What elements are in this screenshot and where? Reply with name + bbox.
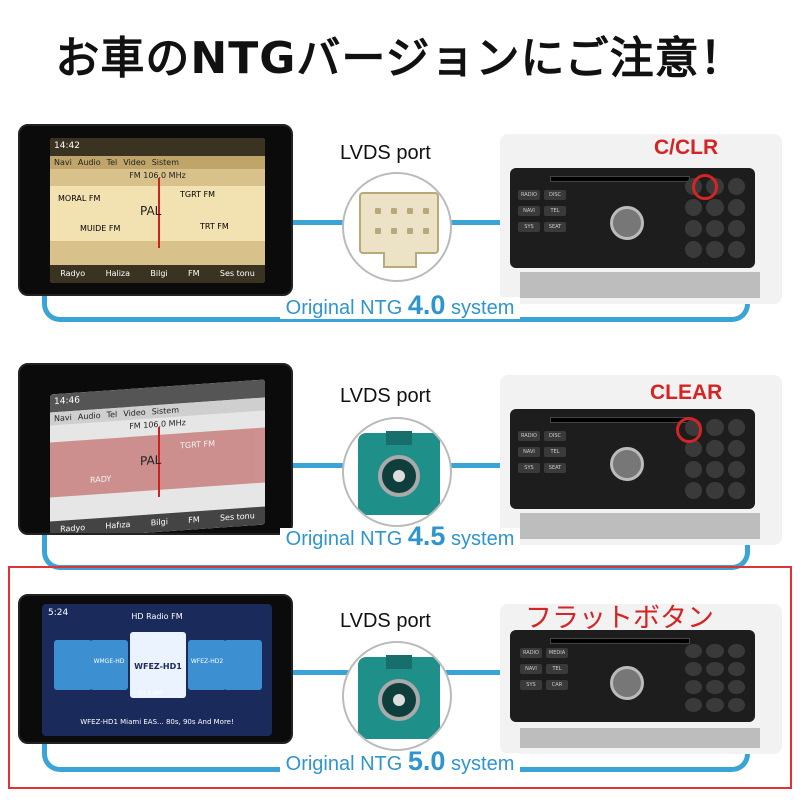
screen-title: HD Radio FM	[131, 612, 183, 621]
page-title: お車のNTGバージョンにご注意！	[55, 33, 745, 84]
lvds-connector-teal	[342, 417, 452, 527]
version-number: 4.0	[407, 290, 446, 320]
lvds-connector-teal	[342, 641, 452, 751]
station-tile	[54, 640, 92, 690]
selected-station-tile: WFEZ-HD1	[130, 632, 186, 698]
menu-item: Video	[123, 158, 146, 167]
softkey: Ses tonu	[219, 269, 255, 278]
system-suffix: system	[451, 753, 515, 775]
system-prefix: Original NTG	[285, 753, 403, 775]
softkey-bar: Radyo Haliza Bilgi FM Ses tonu	[50, 265, 265, 283]
lvds-connector-white	[342, 172, 452, 282]
ntg-4-5-row: 14:46 Navi Audio Tel Video Sistem FM 106…	[0, 355, 800, 570]
screen-time: 14:42	[50, 138, 265, 156]
system-suffix: system	[451, 528, 515, 550]
button-name-label: CLEAR	[650, 381, 723, 404]
menu-item: Video	[123, 407, 146, 419]
station-frequency: 93.1 FM	[138, 690, 162, 697]
system-prefix: Original NTG	[285, 528, 403, 550]
teal-plug	[358, 431, 440, 515]
button-name-label: C/CLR	[654, 136, 719, 159]
control-knob	[610, 666, 644, 700]
number-keypad	[685, 644, 745, 712]
menu-item: Audio	[77, 410, 101, 422]
system-version-label: Original NTG 4.0 system	[0, 290, 800, 321]
frequency: FM 106.0 MHz	[129, 171, 186, 180]
menu-item: Audio	[77, 158, 101, 167]
softkey: Haliza	[105, 269, 131, 278]
head-unit-screen-photo: 5:24 HD Radio FM WMGE-HD WFEZ-HD1 WFEZ-H…	[18, 594, 293, 744]
softkey: FM	[188, 269, 200, 278]
system-prefix: Original NTG	[285, 297, 403, 319]
white-plug	[359, 192, 439, 268]
system-version-label: Original NTG 5.0 system	[0, 746, 800, 777]
number-keypad	[685, 178, 745, 258]
current-station: PAL	[140, 204, 162, 218]
screen-menu: Navi Audio Tel Video Sistem	[50, 156, 265, 169]
lvds-port-label: LVDS port	[340, 385, 431, 407]
system-version-label: Original NTG 4.5 system	[0, 521, 800, 552]
system-suffix: system	[451, 297, 515, 319]
radio-display: 14:46 Navi Audio Tel Video Sistem FM 106…	[50, 379, 265, 533]
lvds-port-label: LVDS port	[340, 142, 431, 164]
menu-item: Tel	[106, 409, 118, 420]
hd-radio-display: 5:24 HD Radio FM WMGE-HD WFEZ-HD1 WFEZ-H…	[42, 604, 272, 736]
menu-item: Sistem	[151, 405, 180, 417]
control-knob	[610, 206, 644, 240]
menu-item: Navi	[54, 412, 72, 424]
now-playing-caption: WFEZ-HD1 Miami EAS... 80s, 90s And More!	[80, 718, 234, 726]
menu-item: Navi	[54, 158, 72, 167]
ntg-5-0-row: 5:24 HD Radio FM WMGE-HD WFEZ-HD1 WFEZ-H…	[0, 574, 800, 789]
station-band: MORAL FM TGRT FM MUIDE FM TRT FM	[50, 186, 265, 241]
ntg-5-0-highlight-frame	[8, 566, 792, 789]
version-number: 4.5	[407, 521, 446, 551]
menu-item: Sistem	[151, 158, 180, 167]
station: RADY	[90, 474, 112, 485]
button-name-label: フラットボタン	[525, 603, 714, 634]
softkey: Radyo	[60, 269, 86, 278]
station-tile	[224, 640, 262, 690]
station: TGRT FM	[180, 190, 215, 199]
head-unit-screen-photo: 14:46 Navi Audio Tel Video Sistem FM 106…	[18, 363, 293, 535]
tuning-needle	[158, 178, 160, 248]
highlight-circle	[676, 417, 702, 443]
teal-plug	[358, 655, 440, 739]
head-unit-screen-photo: 14:42 Navi Audio Tel Video Sistem FM 106…	[18, 124, 293, 296]
radio-display: 14:42 Navi Audio Tel Video Sistem FM 106…	[50, 138, 265, 283]
control-knob	[610, 447, 644, 481]
station: MUIDE FM	[80, 224, 121, 233]
station-tile: WMGE-HD	[90, 640, 128, 690]
lvds-port-label: LVDS port	[340, 610, 431, 632]
highlight-circle	[692, 174, 718, 200]
menu-item: Tel	[106, 158, 118, 167]
station: TGRT FM	[180, 438, 215, 451]
station-tile: WFEZ-HD2	[188, 640, 226, 690]
station: TRT FM	[200, 222, 229, 231]
station: MORAL FM	[58, 194, 101, 203]
version-number: 5.0	[407, 746, 446, 776]
ntg-4-0-row: 14:42 Navi Audio Tel Video Sistem FM 106…	[0, 112, 800, 327]
screen-time: 5:24	[48, 608, 69, 618]
current-station: PAL	[140, 452, 162, 469]
softkey: Bilgi	[150, 269, 168, 278]
